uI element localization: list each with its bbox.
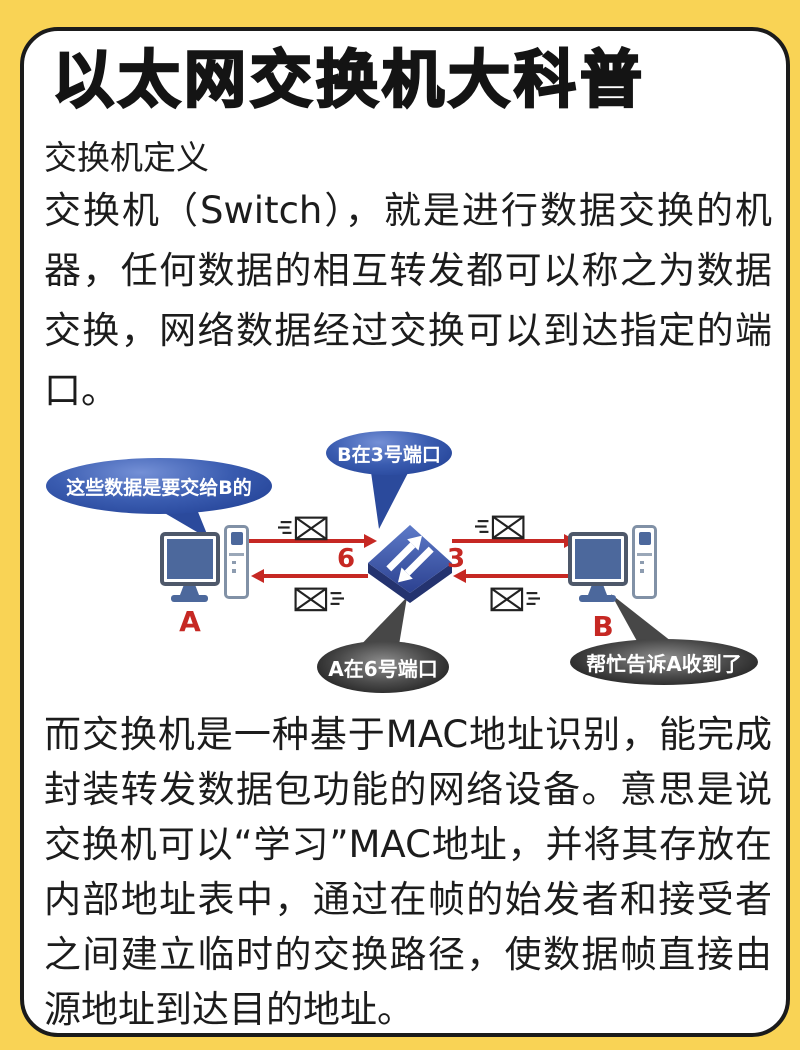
tower-led bbox=[232, 569, 236, 573]
arrowhead-into-switch-right bbox=[453, 569, 466, 583]
tower-divider bbox=[229, 553, 244, 556]
switch-side-face bbox=[368, 563, 452, 603]
speech-bubble-switch-port6-text: A在6号端口 bbox=[328, 656, 438, 681]
port-number-6: 6 bbox=[336, 544, 356, 574]
monitor-stand bbox=[180, 586, 199, 595]
computer-a bbox=[160, 525, 252, 617]
tower-led bbox=[640, 569, 644, 573]
switch-top-face bbox=[368, 525, 452, 593]
envelope-icon bbox=[278, 516, 328, 541]
computer-a-monitor bbox=[160, 532, 220, 586]
switch-exchange-arrows bbox=[386, 535, 434, 583]
host-label-b: B bbox=[592, 610, 614, 643]
diagram-overlay bbox=[144, 465, 676, 657]
bubble-tail-b3 bbox=[370, 465, 410, 529]
definition-paragraph: 交换机（Switch），就是进行数据交换的机器，任何数据的相互转发都可以称之为数… bbox=[44, 189, 772, 412]
computer-b-screen bbox=[575, 539, 621, 579]
data-flow-lines bbox=[248, 539, 570, 578]
tower-led bbox=[640, 560, 644, 564]
computer-b bbox=[568, 525, 660, 617]
envelope-icon bbox=[475, 515, 525, 540]
mac-paragraph: 而交换机是一种基于MAC地址识别，能完成封装转发数据包功能的网络设备。意思是说交… bbox=[44, 713, 772, 1031]
tower-drive-bay bbox=[638, 532, 651, 545]
tower-drive-bay bbox=[230, 532, 243, 545]
monitor-stand bbox=[588, 586, 607, 595]
arrowhead-into-host-a bbox=[251, 569, 264, 583]
content-card: 以太网交换机大科普 交换机定义 交换机（Switch），就是进行数据交换的机器，… bbox=[20, 27, 790, 1037]
speech-bubble-switch-port3-text: B在3号端口 bbox=[337, 443, 441, 466]
speech-bubble-host-a: 这些数据是要交给B的 bbox=[46, 458, 272, 514]
switch-icon bbox=[368, 525, 452, 603]
computer-b-monitor bbox=[568, 532, 628, 586]
monitor-base bbox=[171, 595, 208, 602]
monitor-base bbox=[579, 595, 616, 602]
envelope-icon bbox=[294, 587, 344, 612]
bubble-tail-bb bbox=[611, 594, 676, 645]
speech-bubble-switch-port3: B在3号端口 bbox=[326, 431, 452, 475]
computer-a-tower bbox=[224, 525, 249, 599]
speech-bubble-host-a-text: 这些数据是要交给B的 bbox=[66, 476, 252, 499]
host-label-a: A bbox=[179, 605, 201, 638]
computer-b-tower bbox=[632, 525, 657, 599]
section-heading: 交换机定义 bbox=[44, 138, 209, 177]
speech-bubble-host-b: 帮忙告诉A收到了 bbox=[570, 639, 758, 685]
tower-led bbox=[232, 560, 236, 564]
tower-divider bbox=[637, 553, 652, 556]
arrowhead-into-switch-left bbox=[364, 534, 377, 548]
switch-diagram: 这些数据是要交给B的 B在3号端口 A在6号端口 帮忙告诉A收到了 bbox=[24, 413, 786, 713]
card-content: 以太网交换机大科普 交换机定义 交换机（Switch），就是进行数据交换的机器，… bbox=[28, 35, 782, 1031]
computer-a-screen bbox=[167, 539, 213, 579]
envelope-icon bbox=[490, 587, 540, 612]
speech-bubble-switch-port6: A在6号端口 bbox=[317, 641, 449, 693]
speech-bubble-host-b-text: 帮忙告诉A收到了 bbox=[586, 651, 742, 676]
port-number-3: 3 bbox=[446, 544, 466, 574]
page-title: 以太网交换机大科普 bbox=[51, 42, 647, 117]
